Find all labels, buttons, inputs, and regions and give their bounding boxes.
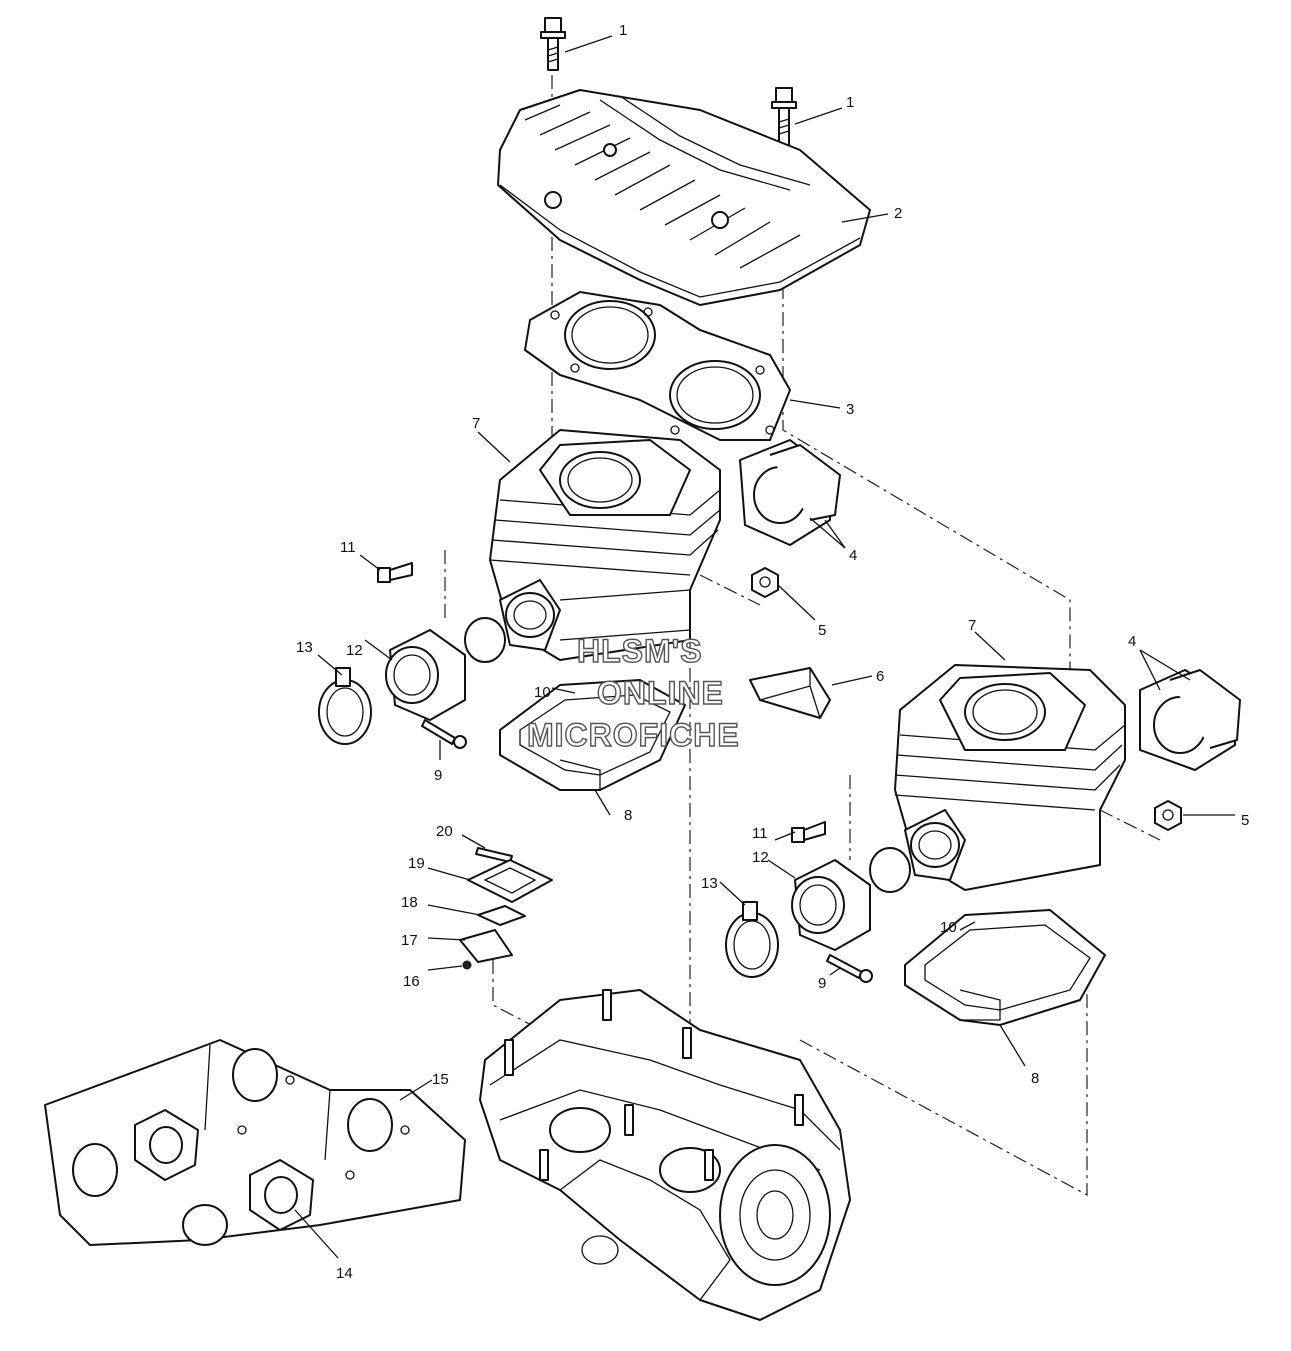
callout-20: 20: [436, 823, 453, 840]
exhaust-gasket-lower: [1139, 669, 1241, 771]
callout-8a: 8: [624, 807, 632, 824]
watermark-line-2: ONLINE: [597, 675, 724, 711]
wedge-block: [749, 667, 831, 719]
screw-9-right: [826, 954, 873, 983]
callout-4a: 4: [849, 547, 857, 564]
exhaust-gasket-upper: [739, 439, 841, 546]
callout-labels: 1 1 2 3 7 4 11 5 12 13 10 6 7 4 9 8 11 5…: [296, 22, 1249, 1282]
callout-10b: 10: [940, 919, 957, 936]
intake-boot-right: [791, 847, 911, 951]
nut-lower: [1154, 800, 1182, 831]
callout-9b: 9: [818, 975, 826, 992]
callout-3: 3: [846, 401, 854, 418]
intake-plate: [44, 1039, 466, 1246]
callout-1b: 1: [846, 94, 854, 111]
callout-19: 19: [408, 855, 425, 872]
callout-1a: 1: [619, 22, 627, 39]
callout-13a: 13: [296, 639, 313, 656]
callout-12a: 12: [346, 642, 363, 659]
callout-5a: 5: [818, 622, 826, 639]
callout-13b: 13: [701, 875, 718, 892]
clamp-right: [725, 901, 779, 978]
screw-11-lower: [791, 821, 826, 843]
clamp-left: [318, 667, 372, 745]
nut-upper: [751, 567, 779, 598]
callout-9a: 9: [434, 767, 442, 784]
intake-boot-left: [385, 617, 506, 721]
callout-8b: 8: [1031, 1070, 1039, 1087]
callout-7a: 7: [472, 415, 480, 432]
alignment-lines: [444, 75, 1161, 1197]
screw-11-upper: [377, 562, 413, 583]
head-gasket: [524, 291, 791, 441]
callout-16: 16: [403, 973, 420, 990]
base-gasket-right: [904, 909, 1106, 1026]
reed-valve-stack: [459, 847, 553, 970]
callout-11a: 11: [340, 539, 356, 556]
bolt-left: [540, 17, 566, 71]
base-gasket-left: [499, 679, 686, 791]
callout-15: 15: [432, 1071, 449, 1088]
callout-4b: 4: [1128, 633, 1136, 650]
bolt-right: [771, 87, 797, 146]
callout-7b: 7: [968, 617, 976, 634]
watermark: HLSM'S ONLINE MICROFICHE: [526, 632, 740, 753]
callout-18: 18: [401, 894, 418, 911]
leader-lines: [294, 35, 1235, 1259]
callout-5b: 5: [1241, 812, 1249, 829]
watermark-line-1: HLSM'S: [577, 633, 703, 669]
crankcase: [479, 989, 851, 1321]
cylinder-head: [497, 89, 871, 306]
cylinder-right: [894, 664, 1126, 891]
callout-2: 2: [894, 205, 902, 222]
callout-10a: 10: [534, 684, 551, 701]
watermark-line-3: MICROFICHE: [527, 717, 740, 753]
cylinder-left: [489, 429, 721, 661]
callout-17: 17: [401, 932, 418, 949]
callout-6: 6: [876, 668, 884, 685]
callout-12b: 12: [752, 849, 769, 866]
screw-9-left: [421, 719, 467, 749]
intake-gasket-left: [134, 1109, 199, 1181]
callout-14: 14: [336, 1265, 353, 1282]
callout-11b: 11: [752, 825, 768, 842]
